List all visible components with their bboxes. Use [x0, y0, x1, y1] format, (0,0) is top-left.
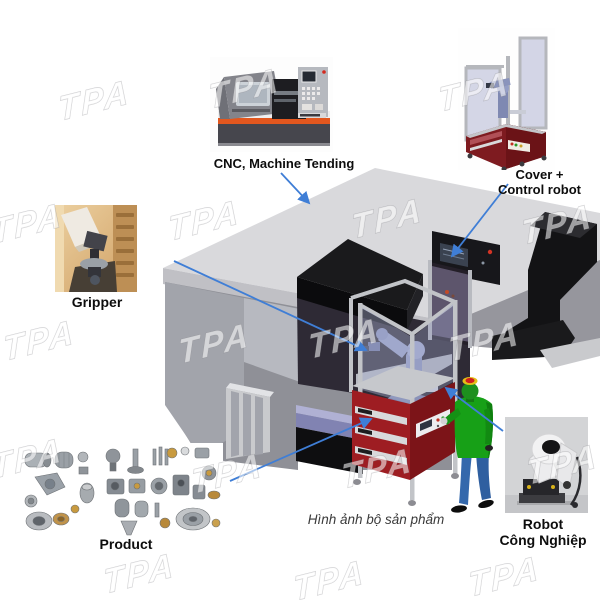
- robot-label-line2: Công Nghiệp: [499, 531, 587, 548]
- cover-label: Cover + Control robot: [487, 167, 592, 197]
- arrow-gripper: [173, 260, 368, 352]
- product-label: Product: [99, 536, 153, 552]
- cnc-lathe-photo: [210, 57, 333, 152]
- machined-parts-photo: [17, 443, 223, 538]
- gripper-label: Gripper: [71, 294, 123, 310]
- chip-conveyor: [492, 212, 600, 368]
- robot-label-line1: Robot: [522, 516, 564, 532]
- cover-label-line2: Control robot: [497, 181, 582, 197]
- cnc-control-panel: [298, 67, 328, 117]
- industrial-robot-photo: [505, 417, 588, 513]
- cabinet-control-panel: [416, 409, 450, 438]
- robot-arm-figure: [517, 433, 582, 508]
- cover-red-base: [466, 124, 547, 170]
- worker-figure: [440, 377, 494, 513]
- gripper-photo: [55, 205, 137, 292]
- black-base: [296, 427, 363, 474]
- gripper-head: [80, 230, 108, 285]
- machine-column: [113, 205, 137, 292]
- lavender-strip-front: [296, 413, 363, 440]
- arrow-cover: [450, 183, 509, 258]
- robot-cover-enclosure-photo: [458, 28, 555, 170]
- arrow-robot: [444, 386, 504, 432]
- product-set-caption: Hình ảnh bộ sản phẩm: [307, 512, 445, 527]
- robot-enclosure: [349, 278, 459, 506]
- cover-robot-arm: [486, 77, 526, 118]
- arrow-cnc: [280, 172, 311, 205]
- cover-label-line1: Cover +: [515, 167, 564, 182]
- lavender-strip-top: [296, 405, 363, 426]
- orange-stripe: [218, 118, 330, 124]
- enclosure-post-front-left: [358, 303, 363, 478]
- robot-label: Robot Công Nghiệp: [488, 516, 598, 548]
- cnc-label: CNC, Machine Tending: [213, 156, 355, 171]
- arrow-product: [229, 417, 373, 482]
- red-cabinet: [352, 366, 459, 506]
- metal-parts: [24, 446, 221, 536]
- machine-left-block: [165, 282, 244, 456]
- vent-grille: [226, 383, 274, 459]
- casters: [353, 473, 459, 506]
- callout-arrows: [173, 172, 509, 482]
